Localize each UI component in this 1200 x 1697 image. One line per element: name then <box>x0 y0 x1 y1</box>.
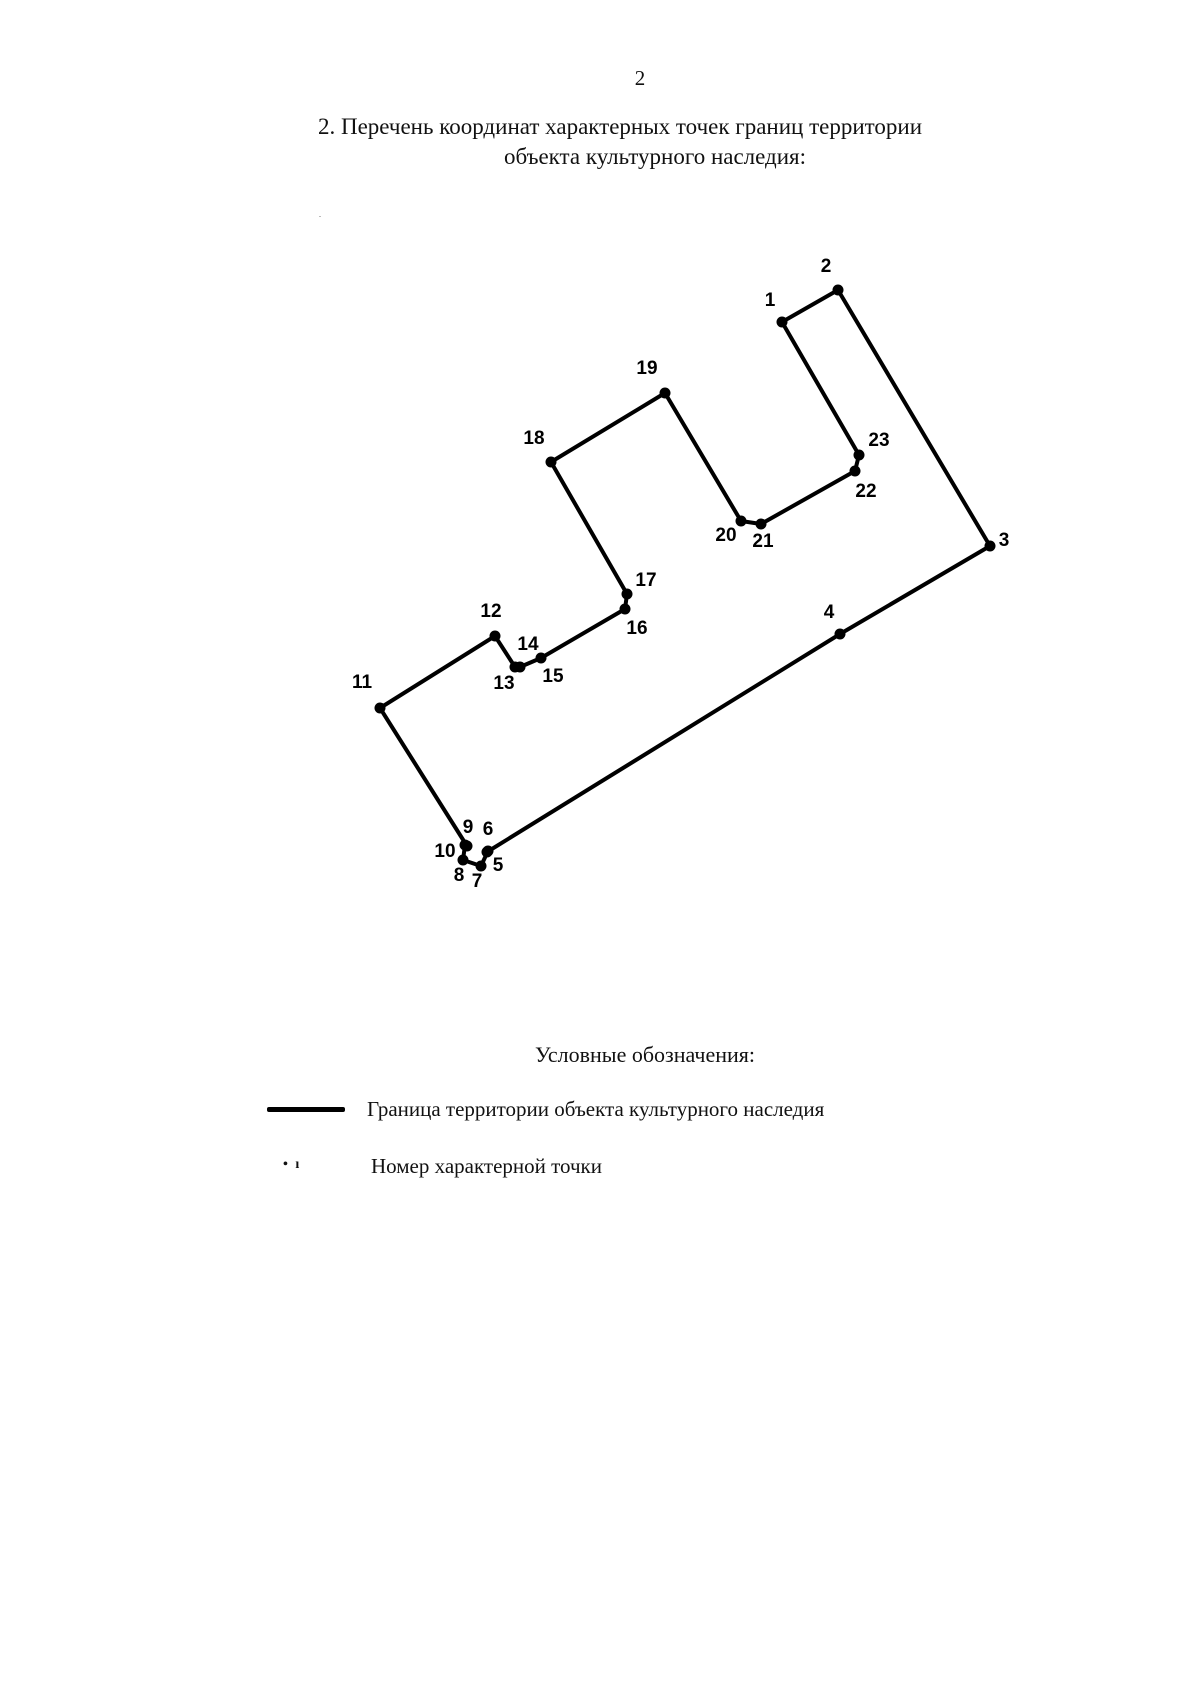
point-label-5: 5 <box>493 855 504 876</box>
boundary-point-6 <box>482 845 494 857</box>
points-layer <box>374 284 996 872</box>
point-label-17: 17 <box>635 570 656 591</box>
legend-title: Условные обозначения: <box>534 1042 756 1067</box>
page-title: 2. Перечень координат характерных точек … <box>0 112 1200 172</box>
point-label-19: 19 <box>636 358 657 379</box>
point-label-1: 1 <box>765 290 776 311</box>
point-label-7: 7 <box>472 871 483 892</box>
legend-point-symbol: • ı <box>283 1157 302 1172</box>
boundary-point-4 <box>834 628 846 640</box>
boundary-point-10 <box>461 840 473 852</box>
point-label-4: 4 <box>824 602 835 623</box>
boundary-point-17 <box>621 588 633 600</box>
point-label-22: 22 <box>855 481 876 502</box>
point-label-14: 14 <box>517 634 539 655</box>
point-label-2: 2 <box>821 256 832 277</box>
boundary-point-15 <box>535 652 547 664</box>
boundary-point-2 <box>832 284 844 296</box>
boundary-point-8 <box>457 854 469 866</box>
scan-speck <box>319 216 321 217</box>
point-label-20: 20 <box>715 525 736 546</box>
point-label-18: 18 <box>523 428 544 449</box>
page-number: 2 <box>634 66 646 90</box>
boundary-line <box>378 288 992 868</box>
boundary-point-22 <box>849 465 861 477</box>
point-label-9: 9 <box>463 817 474 838</box>
boundary-point-21 <box>755 518 767 530</box>
boundary-point-3 <box>984 540 996 552</box>
boundary-point-18 <box>545 456 557 468</box>
boundary-point-11 <box>374 702 386 714</box>
point-label-3: 3 <box>999 530 1010 551</box>
boundary-point-12 <box>489 630 501 642</box>
boundary-point-14 <box>514 661 526 673</box>
point-label-21: 21 <box>752 531 774 552</box>
legend-point-label: Номер характерной точки <box>371 1154 602 1178</box>
boundary-point-7 <box>475 860 487 872</box>
boundary-point-16 <box>619 603 631 615</box>
title-line-1: 2. Перечень координат характерных точек … <box>317 114 923 139</box>
point-label-11: 11 <box>352 672 373 693</box>
point-label-12: 12 <box>480 601 501 622</box>
point-label-23: 23 <box>868 430 889 451</box>
boundary-point-20 <box>735 515 747 527</box>
point-label-16: 16 <box>626 618 647 639</box>
boundary-point-23 <box>853 449 865 461</box>
point-label-10: 10 <box>434 841 455 862</box>
legend-boundary-label: Граница территории объекта культурного н… <box>367 1097 825 1121</box>
title-line-2: объекта культурного наследия: <box>503 144 807 169</box>
point-label-6: 6 <box>483 819 494 840</box>
point-label-8: 8 <box>454 865 465 886</box>
point-label-15: 15 <box>542 666 564 687</box>
legend-boundary-symbol <box>267 1107 345 1112</box>
boundary-point-19 <box>659 387 671 399</box>
point-label-13: 13 <box>493 673 514 694</box>
boundary-point-1 <box>776 316 788 328</box>
